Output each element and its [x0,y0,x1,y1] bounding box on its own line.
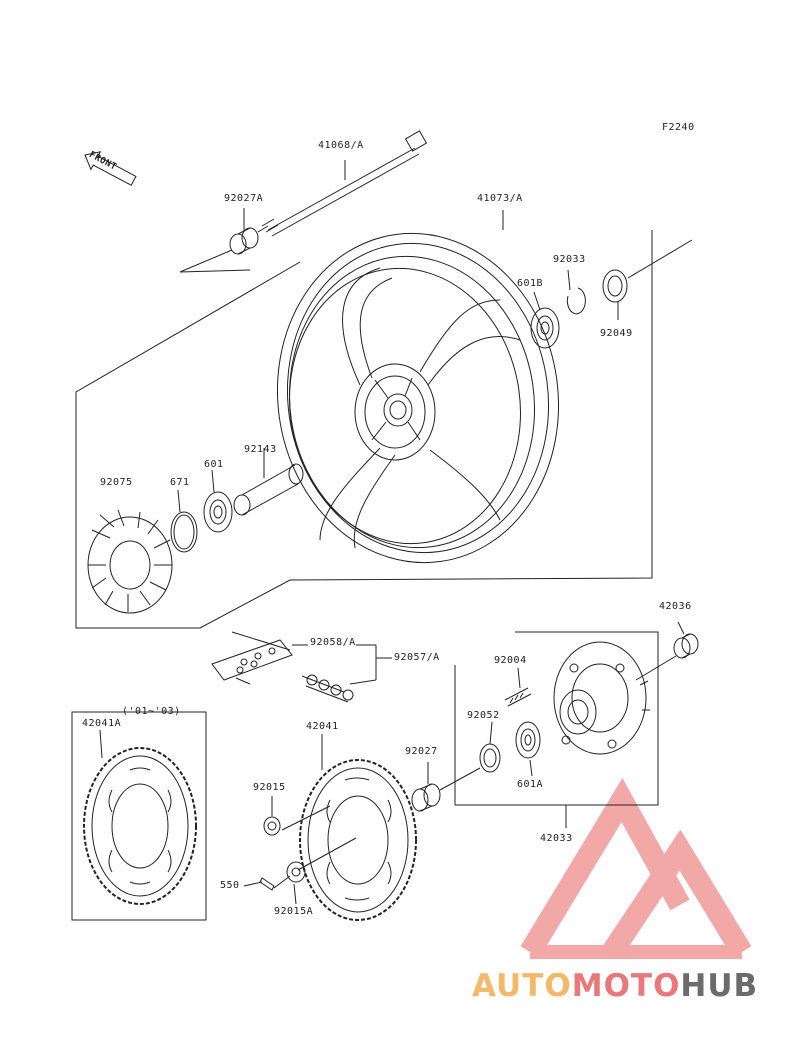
front-arrow-icon [84,151,137,186]
label-92027A: 92027A [224,193,264,204]
label-42036: 42036 [659,601,692,612]
bearing-601A [515,721,541,777]
year-note: ('01~'03) [122,706,181,717]
collar-42036 [673,621,699,659]
cotter-pin-550 [243,875,291,891]
label-42033: 42033 [540,833,573,844]
sprocket-42041A-box [71,711,207,921]
label-92027: 92027 [405,746,438,757]
label-92057A: 92057/A [394,652,440,663]
oring-671 [170,489,198,553]
stud-92004 [504,667,532,707]
label-92075: 92075 [100,477,133,488]
bearing-601B [530,291,560,349]
label-601A: 601A [517,779,544,790]
sprocket-42041 [281,734,417,921]
label-92052: 92052 [467,710,500,721]
wheel-41073A [276,232,560,564]
figure-code: F2240 [662,122,695,133]
label-41073A: 41073/A [477,193,523,204]
wheel-group-outline [75,230,653,629]
watermark-text: AUTOMOTOHUB [472,968,759,1004]
label-92015: 92015 [253,782,286,793]
axle-41068A [257,130,428,237]
circlip-92033 [566,269,586,315]
seal-92052 [479,721,501,773]
collar-92027 [411,762,441,812]
hub-group-outline [454,631,659,806]
damper-92075 [87,509,173,614]
label-92004: 92004 [494,655,527,666]
label-92015A: 92015A [274,906,314,917]
label-550: 550 [220,880,240,891]
sprocket-coupling [553,641,650,755]
seal-92049 [602,269,628,320]
chain-92057A [301,674,354,703]
nut-92015A [286,861,306,905]
chain-joint-92058A [211,631,293,685]
label-601: 601 [204,459,224,470]
label-42041: 42041 [306,721,339,732]
label-42041A: 42041A [82,718,122,729]
spacer-92143 [233,448,304,516]
label-92143: 92143 [244,444,277,455]
label-671: 671 [170,477,190,488]
nut-92015 [263,796,281,836]
sprocket-42041A [83,729,197,905]
label-92033: 92033 [553,254,586,265]
bearing-601 [203,469,233,533]
label-41068A: 41068/A [318,140,364,151]
label-92058A: 92058/A [310,637,356,648]
label-601B: 601B [517,278,544,289]
watermark-logo [520,778,752,959]
label-92049: 92049 [600,328,633,339]
collar-92027A [229,208,259,255]
